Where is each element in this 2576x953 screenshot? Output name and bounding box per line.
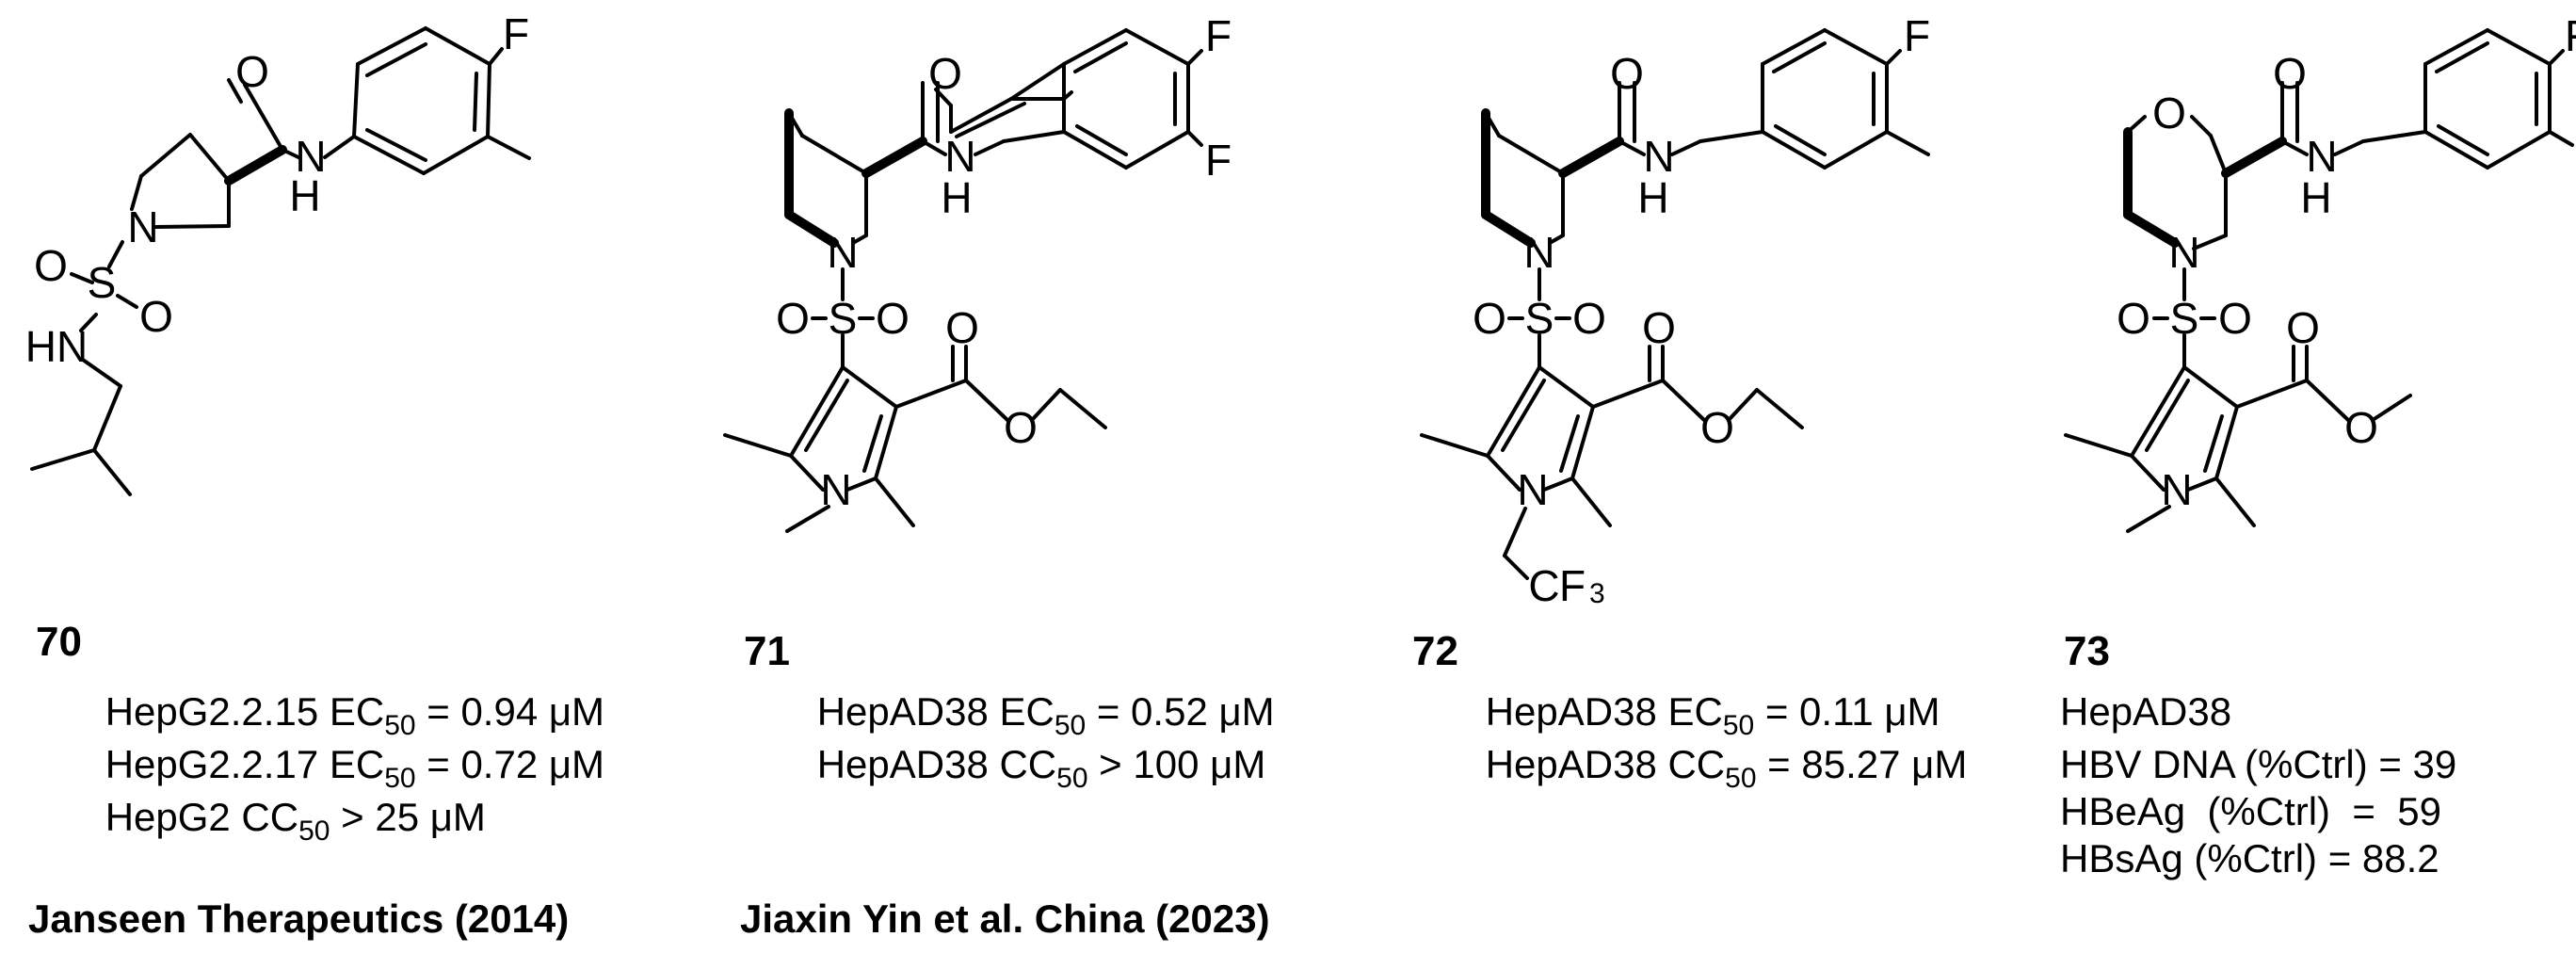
svg-text:S: S	[1525, 294, 1554, 343]
svg-text:N: N	[2161, 465, 2192, 514]
svg-text:S: S	[829, 294, 858, 343]
assay-line: HBeAg (%Ctrl) = 59	[2060, 789, 2441, 833]
svg-text:O: O	[2273, 49, 2307, 98]
svg-text:O: O	[1004, 403, 1038, 452]
assay-line: HepAD38	[2060, 689, 2231, 734]
svg-text:H: H	[2300, 173, 2331, 222]
svg-text:N: N	[127, 202, 158, 251]
svg-text:N: N	[827, 228, 858, 277]
svg-text:H: H	[289, 171, 320, 220]
svg-text:F: F	[1904, 11, 1930, 60]
structure-70	[30, 26, 531, 496]
reference-label: Jiaxin Yin et al. China (2023)	[740, 896, 1270, 941]
svg-text:N: N	[295, 132, 326, 181]
caption-73: 73 HepAD38 HBV DNA (%Ctrl) = 39 HBeAg (%…	[2060, 628, 2456, 880]
svg-text:O: O	[2117, 294, 2150, 343]
svg-text:O: O	[2218, 294, 2252, 343]
svg-text:O: O	[1700, 403, 1734, 452]
svg-text:O: O	[235, 47, 269, 96]
reference-label: Janseen Therapeutics (2014)	[28, 896, 569, 941]
svg-text:N: N	[1523, 228, 1554, 277]
svg-text:O: O	[928, 49, 962, 98]
atom-labels-73: O N H F O N O S O O O N	[2117, 11, 2576, 514]
compound-number: 72	[1412, 628, 1458, 674]
svg-text:N: N	[820, 465, 851, 514]
caption-72: 72 HepAD38 EC50 = 0.11 μM HepAD38 CC50 =…	[1409, 628, 2022, 794]
svg-text:O: O	[1642, 303, 1676, 352]
structure-72	[1420, 28, 1930, 580]
svg-text:O: O	[139, 292, 173, 341]
assay-line: HepG2.2.17 EC50 = 0.72 μM	[28, 742, 659, 794]
svg-text:S: S	[88, 258, 117, 307]
svg-text:O: O	[2152, 89, 2186, 137]
compound-number: 73	[2064, 628, 2110, 674]
svg-text:F: F	[2565, 11, 2576, 60]
svg-text:O: O	[945, 303, 979, 352]
svg-text:HN: HN	[25, 322, 88, 371]
assay-line: HBsAg (%Ctrl) = 88.2	[2060, 836, 2439, 880]
svg-text:H: H	[941, 173, 972, 222]
svg-text:3: 3	[1589, 578, 1605, 609]
structure-73	[2064, 28, 2574, 533]
svg-text:O: O	[34, 241, 68, 290]
atom-labels-70: O N H F N O S O HN	[25, 9, 529, 371]
svg-text:F: F	[1205, 11, 1232, 60]
svg-text:H: H	[1637, 173, 1668, 222]
svg-text:F: F	[503, 9, 529, 58]
atom-labels-72: O N H F N O S O O O N C F 3	[1473, 11, 1930, 610]
structure-71	[723, 28, 1203, 533]
caption-70: 70 HepG2.2.15 EC50 = 0.94 μM HepG2.2.17 …	[28, 619, 659, 941]
svg-text:S: S	[2170, 294, 2199, 343]
svg-text:O: O	[1473, 294, 1506, 343]
svg-text:O: O	[1610, 49, 1644, 98]
svg-text:O: O	[2344, 403, 2378, 452]
svg-text:C: C	[1528, 561, 1559, 610]
atom-labels-71: O N H F F N O S O O O N	[776, 11, 1232, 514]
assay-line: HepAD38 CC50 > 100 μM	[740, 742, 1321, 794]
svg-text:N: N	[1643, 132, 1674, 181]
cf3-label: C F 3	[1528, 561, 1604, 610]
svg-text:F: F	[1205, 136, 1232, 185]
svg-text:O: O	[876, 294, 910, 343]
assay-line: HepAD38 EC50 = 0.11 μM	[1409, 689, 1995, 741]
assay-line: HepG2.2.15 EC50 = 0.94 μM	[28, 689, 659, 741]
svg-text:N: N	[2168, 228, 2199, 277]
svg-text:O: O	[1572, 294, 1606, 343]
caption-71: 71 HepAD38 EC50 = 0.52 μM HepAD38 CC50 >…	[740, 628, 1329, 941]
compound-number: 70	[36, 619, 82, 665]
svg-text:F: F	[1559, 561, 1586, 610]
svg-text:N: N	[2306, 132, 2337, 181]
svg-text:O: O	[2286, 303, 2320, 352]
assay-line: HBV DNA (%Ctrl) = 39	[2060, 742, 2456, 786]
svg-text:N: N	[1517, 465, 1548, 514]
svg-text:O: O	[776, 294, 810, 343]
compound-number: 71	[744, 628, 790, 674]
assay-line: HepG2 CC50 > 25 μM	[28, 795, 540, 847]
assay-line: HepAD38 CC50 = 85.27 μM	[1409, 742, 2022, 794]
assay-line: HepAD38 EC50 = 0.52 μM	[740, 689, 1329, 741]
svg-text:N: N	[944, 132, 975, 181]
